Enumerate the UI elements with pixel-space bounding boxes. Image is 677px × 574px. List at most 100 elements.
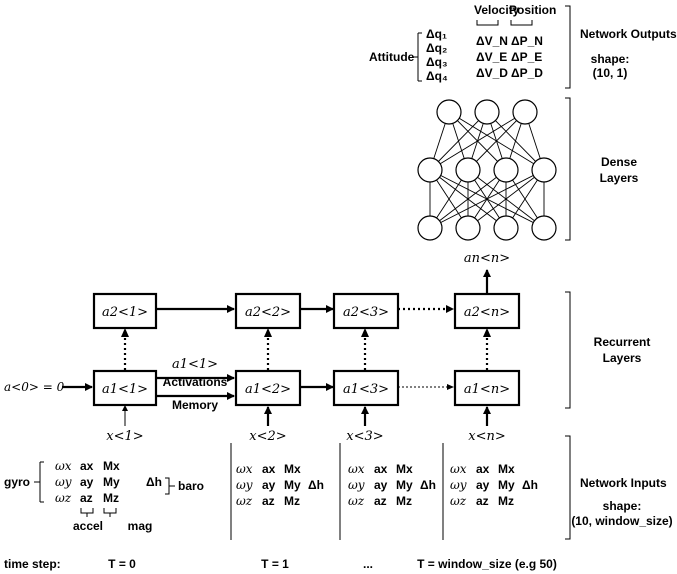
omega-z-n: ωz xyxy=(450,494,467,508)
omega-y-1: ωy xyxy=(236,478,253,492)
accel-y-1: ay xyxy=(262,478,276,492)
accel-x-2: ax xyxy=(374,462,388,476)
input-block-1: ωx ωy ωz ax ay az Mx My Mz Δh xyxy=(236,462,324,508)
outputs-brace xyxy=(565,5,571,89)
accel-y-n: ay xyxy=(476,478,490,492)
input-label-n: x<n> xyxy=(468,429,506,444)
quaternion-1: Δq₁ xyxy=(426,27,447,41)
attitude-label: Attitude xyxy=(369,50,415,64)
accel-z-2: az xyxy=(374,494,387,508)
cell-top-n-label: a2<n> xyxy=(464,305,510,320)
gyro-label: gyro xyxy=(4,475,30,489)
velocity-column: ΔV_N ΔV_E ΔV_D xyxy=(476,34,508,80)
accel-x-1: ax xyxy=(262,462,276,476)
time-step-n: T = window_size (e.g 50) xyxy=(417,557,557,571)
cell-top-1-label: a2<1> xyxy=(102,305,148,320)
baro-brace xyxy=(165,477,175,495)
accel-z-0: az xyxy=(80,491,93,505)
dense-edge xyxy=(429,169,545,229)
mag-y-2: My xyxy=(396,478,413,492)
omega-x-1: ωx xyxy=(236,462,253,476)
gyro-brace xyxy=(34,461,44,503)
mag-z-1: Mz xyxy=(284,494,300,508)
accel-z-n: az xyxy=(476,494,489,508)
vertical-dotted-head-4 xyxy=(483,328,491,337)
recurrent-cells: a2<1> a2<2> a2<3> a2<n> a1<1> a1<2> a1<3… xyxy=(92,292,521,407)
recurrent-arrows xyxy=(62,269,491,426)
timeline: time step: T = 0 T = 1 ... T = window_si… xyxy=(4,557,557,571)
mag-x-2: Mx xyxy=(396,462,413,476)
output-activation-label: an<n> xyxy=(464,251,510,266)
omega-x-n: ωx xyxy=(450,462,467,476)
recurrent-label-2: Layers xyxy=(603,351,642,365)
dense-edge xyxy=(429,111,488,171)
quaternion-4: Δq₄ xyxy=(426,69,448,83)
velocity-n: ΔV_N xyxy=(476,34,508,48)
right-labels-group: Network Outputs shape: (10, 1) Dense Lay… xyxy=(565,5,677,540)
velocity-bracket xyxy=(476,20,499,26)
output-shape-value: (10, 1) xyxy=(593,66,628,80)
omega-y-2: ωy xyxy=(348,478,365,492)
time-step-1: T = 1 xyxy=(261,557,289,571)
delta-h-0: Δh xyxy=(146,475,162,489)
recurrent-text: an<n> a1<1> Activations Memory a<0> = 0 … xyxy=(4,251,510,444)
mag-label: mag xyxy=(128,519,153,533)
mag-y-n: My xyxy=(498,478,515,492)
position-e: ΔP_E xyxy=(511,50,542,64)
input-block-0: ωx ωy ωz ax ay az Mx My Mz Δh xyxy=(55,459,162,505)
input-block-2: ωx ωy ωz ax ay az Mx My Mz Δh xyxy=(348,462,436,508)
time-step-label: time step: xyxy=(4,557,61,571)
dense-node-l2-2 xyxy=(455,157,481,183)
initial-state-label: a<0> = 0 xyxy=(4,380,65,394)
mag-z-0: Mz xyxy=(103,491,119,505)
accel-z-1: az xyxy=(262,494,275,508)
memory-label: Memory xyxy=(172,398,218,412)
accel-bracket xyxy=(80,508,94,517)
delta-h-2: Δh xyxy=(420,478,436,492)
network-inputs-label: Network Inputs xyxy=(580,476,667,490)
dense-node-l1-3 xyxy=(512,99,538,125)
position-column: ΔP_N ΔP_E ΔP_D xyxy=(511,34,543,80)
input-shape-value: (10, window_size) xyxy=(571,514,672,528)
accel-label: accel xyxy=(73,519,103,533)
cell-top-3-label: a2<3> xyxy=(343,305,389,320)
accel-x-0: ax xyxy=(80,459,94,473)
mag-x-0: Mx xyxy=(103,459,120,473)
baro-label: baro xyxy=(178,479,204,493)
dense-node-l3-2 xyxy=(455,215,481,241)
dense-edge xyxy=(467,111,526,171)
omega-x-2: ωx xyxy=(348,462,365,476)
vertical-dotted-head-3 xyxy=(361,328,369,337)
recurrent-label-1: Recurrent xyxy=(594,335,651,349)
cell-top-2-label: a2<2> xyxy=(245,305,291,320)
cell-top-1 xyxy=(92,292,158,330)
network-inputs: gyro ωx ωy ωz ax ay az Mx My Mz Δh baro … xyxy=(4,443,538,540)
cell-bottom-3 xyxy=(332,369,400,407)
cell-bottom-1-label: a1<1> xyxy=(102,382,148,397)
input-label-3: x<3> xyxy=(346,429,383,444)
vertical-dotted-head-1 xyxy=(121,328,129,337)
mag-x-n: Mx xyxy=(498,462,515,476)
quaternion-3: Δq₃ xyxy=(426,55,448,69)
input-label-2: x<2> xyxy=(249,429,286,444)
cell-bottom-2 xyxy=(234,369,302,407)
cell-bottom-3-label: a1<3> xyxy=(343,382,389,397)
dense-edges xyxy=(429,111,545,229)
network-outputs-label: Network Outputs xyxy=(580,27,677,41)
accel-y-2: ay xyxy=(374,478,388,492)
delta-h-n: Δh xyxy=(522,478,538,492)
omega-z-2: ωz xyxy=(348,494,365,508)
accel-x-n: ax xyxy=(476,462,490,476)
cell-bottom-2-label: a1<2> xyxy=(245,382,291,397)
delta-h-1: Δh xyxy=(308,478,324,492)
omega-x-0: ωx xyxy=(55,459,72,473)
dense-node-l2-3 xyxy=(493,157,519,183)
cell-top-3 xyxy=(332,292,400,330)
accel-y-0: ay xyxy=(80,475,94,489)
omega-z-0: ωz xyxy=(55,491,72,505)
dense-nodes xyxy=(417,99,557,241)
position-d: ΔP_D xyxy=(511,66,543,80)
time-step-0: T = 0 xyxy=(108,557,136,571)
output-shape-label: shape: xyxy=(591,52,630,66)
dense-edge xyxy=(429,111,526,171)
